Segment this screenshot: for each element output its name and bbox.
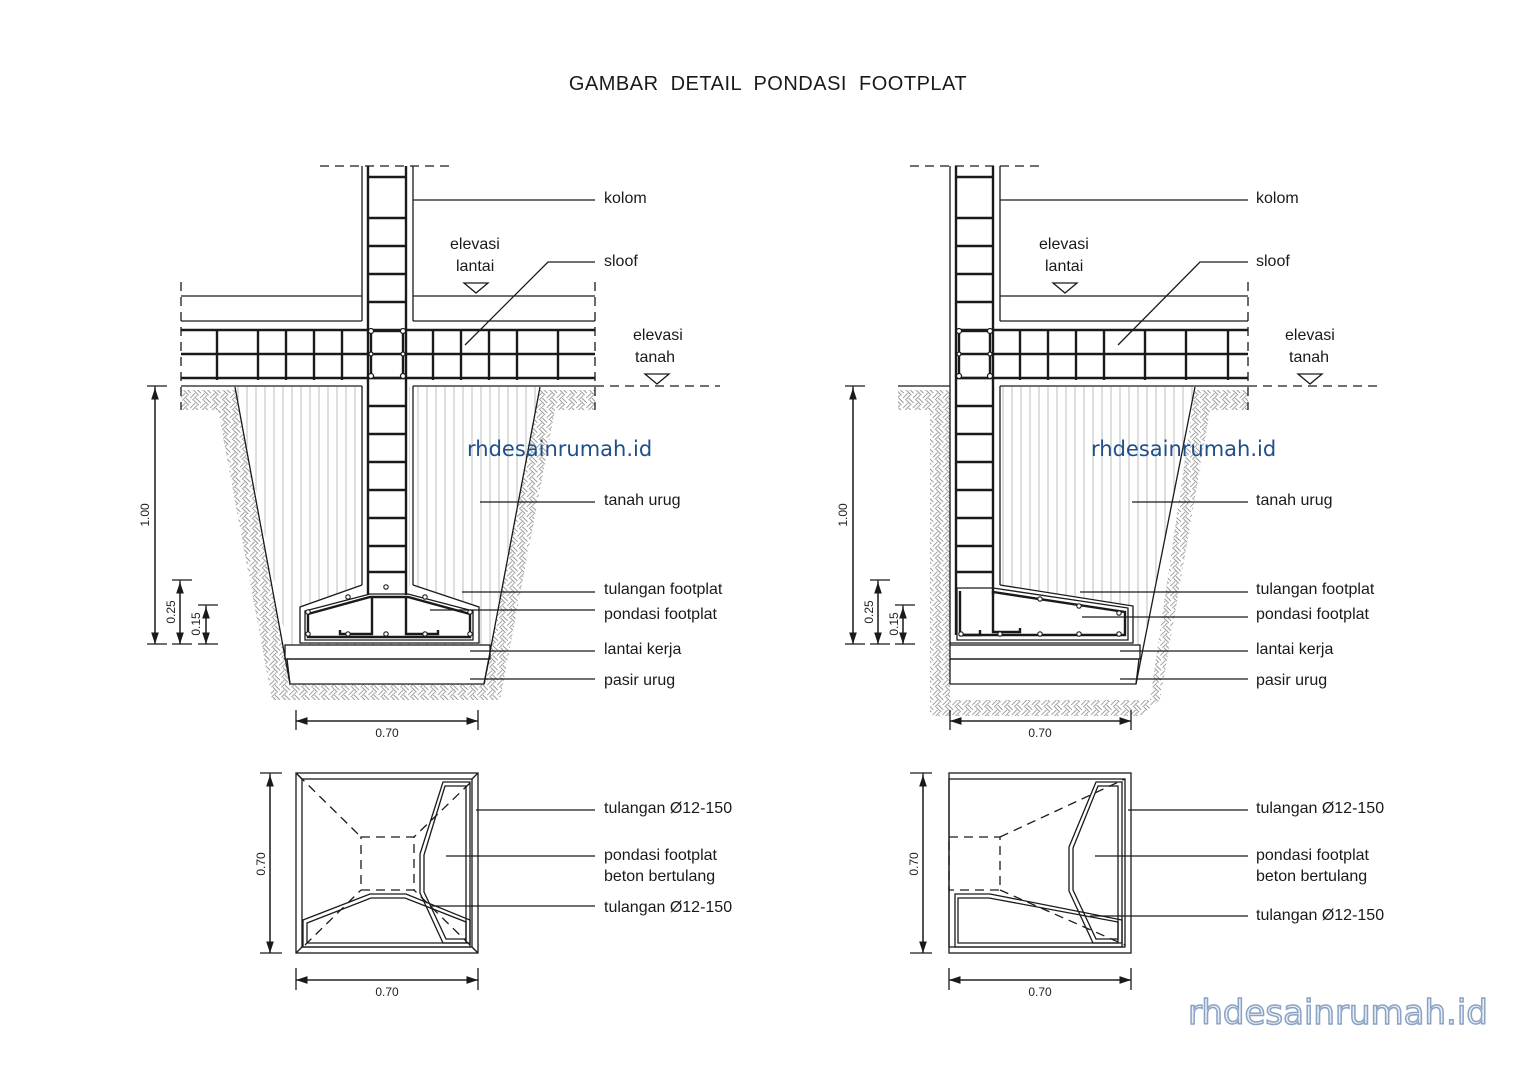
label-elevasi-tanah: tanah [635, 349, 675, 366]
label-tanah-urug: tanah urug [604, 492, 681, 509]
right-section-drawing [845, 165, 1380, 730]
dim-depth: 1.00 [138, 503, 152, 527]
dim-h1: 0.25 [862, 600, 876, 624]
label-elevasi-lantai: elevasi [450, 236, 500, 253]
label-tanah-urug: tanah urug [1256, 492, 1333, 509]
label-sloof: sloof [1256, 253, 1290, 270]
label-beton-bertulang: beton bertulang [604, 868, 715, 885]
right-plan-drawing [910, 772, 1248, 990]
dim-h2: 0.15 [887, 612, 901, 636]
label-pondasi-plan: pondasi footplat [1256, 847, 1370, 864]
dim-h2: 0.15 [189, 612, 203, 636]
label-tulangan-top: tulangan Ø12-150 [604, 800, 732, 817]
dim-plan-width: 0.70 [375, 985, 399, 999]
dim-plan-height: 0.70 [907, 852, 921, 876]
label-tulangan-bottom: tulangan Ø12-150 [604, 899, 732, 916]
label-tulangan-footplat: tulangan footplat [604, 581, 723, 598]
label-lantai-kerja: lantai kerja [604, 641, 681, 658]
label-pasir-urug: pasir urug [604, 672, 675, 689]
label-tulangan-bottom: tulangan Ø12-150 [1256, 907, 1384, 924]
label-elevasi-tanah: elevasi [1285, 327, 1335, 344]
watermark-text: rhdesainrumah.id [1091, 437, 1276, 461]
dim-width: 0.70 [1028, 726, 1052, 740]
label-sloof: sloof [604, 253, 638, 270]
label-pasir-urug: pasir urug [1256, 672, 1327, 689]
dim-width: 0.70 [375, 726, 399, 740]
label-elevasi-lantai: lantai [1045, 258, 1083, 275]
label-elevasi-lantai: lantai [456, 258, 494, 275]
label-pondasi-footplat: pondasi footplat [1256, 606, 1370, 623]
corner-watermark: rhdesainrumah.id [1187, 992, 1488, 1034]
left-section-drawing [147, 165, 720, 730]
label-elevasi-tanah: elevasi [633, 327, 683, 344]
label-tulangan-top: tulangan Ø12-150 [1256, 800, 1384, 817]
dim-h1: 0.25 [164, 600, 178, 624]
label-lantai-kerja: lantai kerja [1256, 641, 1333, 658]
label-kolom: kolom [604, 190, 647, 207]
label-tulangan-footplat: tulangan footplat [1256, 581, 1375, 598]
label-pondasi-plan: pondasi footplat [604, 847, 718, 864]
left-plan-drawing [260, 772, 595, 990]
label-elevasi-lantai: elevasi [1039, 236, 1089, 253]
dim-plan-height: 0.70 [254, 852, 268, 876]
label-pondasi-footplat: pondasi footplat [604, 606, 718, 623]
drawing-title: GAMBAR DETAIL PONDASI FOOTPLAT [568, 73, 968, 95]
label-beton-bertulang: beton bertulang [1256, 868, 1367, 885]
label-kolom: kolom [1256, 190, 1299, 207]
dim-depth: 1.00 [836, 503, 850, 527]
dim-plan-width: 0.70 [1028, 985, 1052, 999]
watermark-text: rhdesainrumah.id [467, 437, 652, 461]
label-elevasi-tanah: tanah [1289, 349, 1329, 366]
